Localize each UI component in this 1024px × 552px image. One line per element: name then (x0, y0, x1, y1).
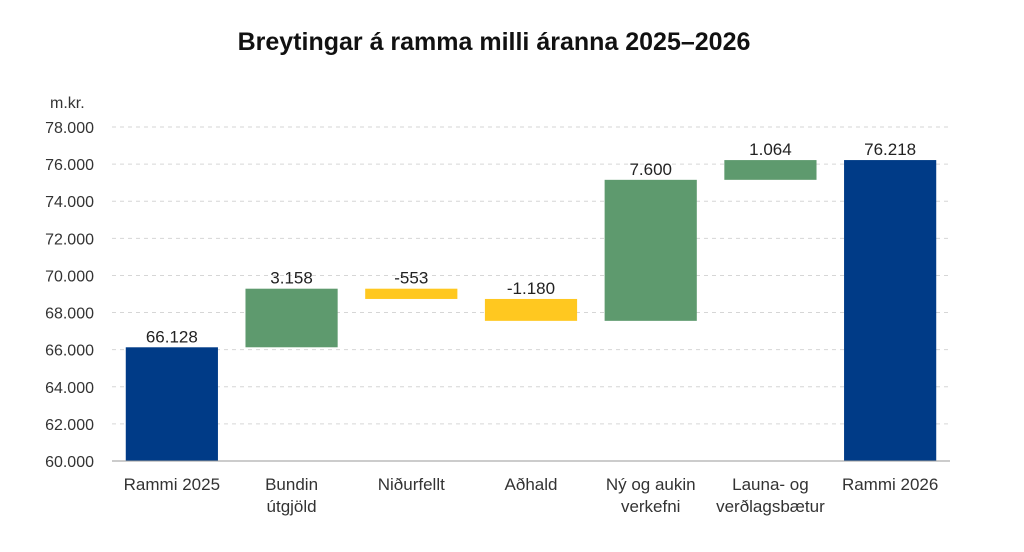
bar-total (125, 347, 218, 461)
bars (125, 160, 937, 462)
bar-total (844, 160, 937, 462)
y-tick-label: 78.000 (45, 120, 94, 137)
data-label: 1.064 (749, 140, 792, 159)
data-label: 76.218 (864, 140, 916, 159)
x-category-label: Launa- og (732, 475, 809, 494)
data-label: 7.600 (629, 160, 672, 179)
y-tick-label: 70.000 (45, 268, 94, 285)
bar-increase (245, 288, 338, 348)
data-labels: 66.128 3.158 -553 -1.180 7.600 1.064 76.218 (146, 140, 916, 346)
bar-increase (604, 179, 697, 321)
y-tick-label: 72.000 (45, 231, 94, 248)
x-category-label: Bundin (265, 475, 318, 494)
y-tick-label: 66.000 (45, 343, 94, 360)
gridlines (112, 126, 950, 425)
x-category-label: útgjöld (267, 497, 317, 516)
x-category-label: Aðhald (505, 475, 558, 494)
x-category-label: Rammi 2026 (842, 475, 938, 494)
bar-decrease (484, 298, 578, 321)
y-axis-ticks: 60.000 62.000 64.000 66.000 68.000 70.000 72.0… (45, 120, 94, 471)
x-category-label: Rammi 2025 (124, 475, 220, 494)
chart-title: Breytingar á ramma milli áranna 2025–202… (238, 28, 751, 56)
y-tick-label: 64.000 (45, 380, 94, 397)
y-tick-label: 62.000 (45, 417, 94, 434)
data-label: -553 (394, 269, 428, 288)
x-category-label: verkefni (621, 497, 681, 516)
x-category-label: verðlagsbætur (716, 497, 825, 516)
bar-decrease (365, 288, 458, 299)
x-category-label: Ný og aukin (606, 475, 696, 494)
y-tick-label: 74.000 (45, 194, 94, 211)
y-axis-unit-label: m.kr. (50, 95, 85, 112)
data-label: 66.128 (146, 327, 198, 346)
y-tick-label: 76.000 (45, 157, 94, 174)
y-tick-label: 68.000 (45, 306, 94, 323)
bar-increase (724, 160, 817, 180)
data-label: -1.180 (507, 279, 555, 298)
x-axis-categories: Rammi 2025 Bundin útgjöld Niðurfellt Aðhald N… (124, 475, 939, 516)
data-label: 3.158 (270, 269, 313, 288)
y-tick-label: 60.000 (45, 454, 94, 471)
x-category-label: Niðurfellt (378, 475, 445, 494)
